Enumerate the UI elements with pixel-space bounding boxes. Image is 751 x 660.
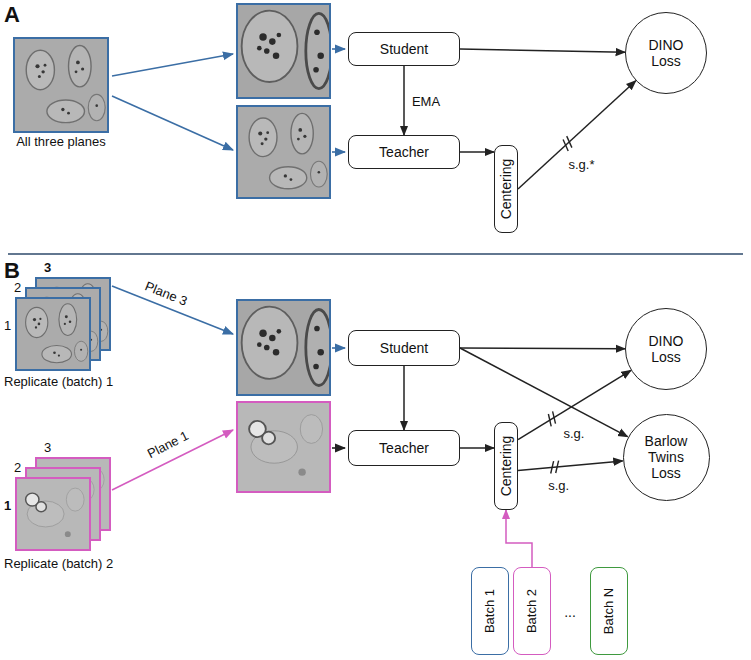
image-arrows (112, 49, 345, 152)
connector-line (460, 447, 494, 449)
loss-circle: DINO Loss (625, 12, 707, 94)
process-box: Teacher (348, 430, 460, 466)
plane-number: 3 (44, 260, 51, 276)
text-wrap: Teacher (379, 440, 429, 456)
text-wrap: DINO Loss (635, 37, 697, 69)
node-label: Student (380, 340, 428, 356)
text-wrap: DINO Loss (635, 333, 697, 365)
connector (460, 448, 494, 449)
image-arrows (112, 286, 345, 490)
connector-line (506, 510, 532, 567)
node-label: Batch N (601, 588, 617, 634)
text-wrap: Teacher (379, 144, 429, 160)
connector-line (518, 370, 631, 439)
image-stack (16, 278, 110, 370)
micrograph (14, 38, 108, 132)
plane-number: 1 (4, 318, 11, 334)
plane-number: 3 (44, 440, 51, 456)
connector-line (403, 66, 405, 135)
edge-label: s.g.* (566, 156, 596, 171)
edge-label: s.g. (561, 425, 586, 440)
plane-label: Plane 3 (143, 278, 190, 309)
connector (404, 66, 405, 135)
plane-number: 1 (4, 498, 11, 514)
process-box: Student (348, 32, 460, 66)
connector (460, 152, 494, 153)
node-label: Teacher (379, 440, 429, 456)
node-label: Batch 1 (482, 589, 498, 633)
text-wrap: Centering (498, 436, 514, 497)
image-caption: Replicate (batch) 1 (4, 374, 113, 390)
node-label: Student (380, 41, 428, 57)
crop-image (237, 402, 330, 492)
plane-label: Plane 1 (145, 428, 192, 462)
image-caption: All three planes (16, 134, 106, 150)
stop-gradient-mark (553, 411, 556, 423)
connector (404, 366, 405, 430)
node-label: Centering (498, 436, 514, 497)
plane-number: 2 (14, 460, 21, 476)
panel-letter: B (4, 258, 20, 283)
edge-label: s.g. (546, 478, 571, 493)
connector-line (460, 49, 625, 52)
text-wrap: Batch N (601, 588, 617, 634)
node-label: Barlow Twins Loss (635, 433, 697, 481)
image-caption: Replicate (batch) 2 (4, 556, 113, 572)
ellipsis: ... (564, 604, 576, 621)
stop-gradient-mark (548, 414, 551, 426)
connector-line (518, 461, 623, 471)
process-box: Teacher (348, 135, 460, 169)
centering-box: Centering (494, 145, 518, 233)
connector (460, 348, 625, 350)
node-label: Teacher (379, 144, 429, 160)
node-label: Centering (498, 159, 514, 220)
loss-circle: Barlow Twins Loss (623, 414, 710, 501)
stop-gradient-mark (567, 136, 572, 148)
connector-line (460, 151, 494, 153)
plane-number: 2 (14, 280, 21, 296)
stop-gradient-mark (551, 461, 554, 473)
batch-box: Batch N (590, 567, 628, 655)
crop-image (237, 300, 332, 395)
process-box: Student (348, 330, 460, 366)
node-label: DINO Loss (635, 333, 697, 365)
connector (460, 49, 625, 52)
batch-box: Batch 2 (513, 567, 551, 655)
stop-gradient-mark (563, 140, 568, 152)
edge-label: EMA (410, 93, 442, 108)
stop-gradient-mark (556, 461, 559, 473)
connector-line (460, 347, 625, 349)
loss-circle: DINO Loss (625, 308, 707, 390)
crop-image (237, 4, 332, 98)
node-label: DINO Loss (635, 37, 697, 69)
text-wrap: Batch 2 (524, 589, 540, 633)
text-wrap: Barlow Twins Loss (635, 433, 697, 481)
image-stack (16, 458, 110, 550)
node-label: Batch 2 (524, 589, 540, 633)
connector (518, 461, 623, 474)
connector (518, 81, 636, 189)
connector-line (518, 81, 636, 189)
connector-line (403, 366, 405, 430)
text-wrap: Batch 1 (482, 589, 498, 633)
text-wrap: Centering (498, 159, 514, 220)
panel-divider (8, 253, 743, 255)
crop-image (237, 106, 330, 198)
text-wrap: Student (380, 41, 428, 57)
connector (518, 370, 631, 439)
batch-box: Batch 1 (471, 567, 509, 655)
text-wrap: Student (380, 340, 428, 356)
centering-box: Centering (494, 422, 518, 510)
panel-letter: A (4, 2, 20, 27)
connector (506, 510, 532, 567)
